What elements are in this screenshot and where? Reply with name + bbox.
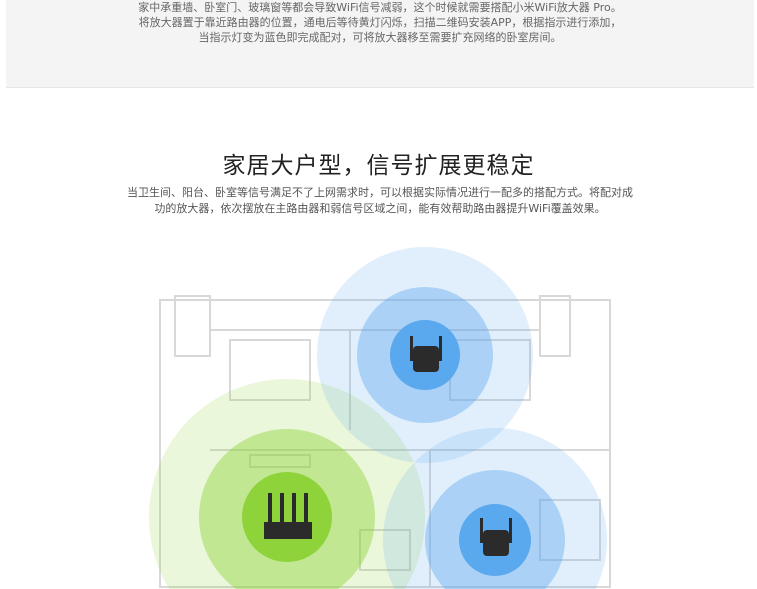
intro-line-3: 当指示灯变为蓝色即完成配对，可将放大器移至需要扩充网络的卧室房间。: [198, 31, 562, 44]
intro-line-1: 家中承重墙、卧室门、玻璃窗等都会导致WiFi信号减弱，这个时候就需要搭配小米Wi…: [138, 1, 622, 14]
intro-panel: 家中承重墙、卧室门、玻璃窗等都会导致WiFi信号减弱，这个时候就需要搭配小米Wi…: [6, 0, 754, 88]
section-title: 家居大户型，信号扩展更稳定: [222, 153, 535, 179]
wifi-extender-icon: [410, 336, 442, 372]
router-icon: [264, 493, 312, 539]
wifi-extender-icon: [480, 518, 512, 556]
router-coverage: [149, 378, 425, 589]
intro-line-2: 将放大器置于靠近路由器的位置，通电后等待黄灯闪烁，扫描二维码安装APP，根据指示…: [138, 16, 622, 29]
extender-coverage-top: [317, 247, 533, 463]
section-description: 当卫生间、阳台、卧室等信号满足不了上网需求时，可以根据实际情况进行一配多的搭配方…: [127, 186, 633, 215]
extender-coverage-bottom: [383, 427, 607, 589]
floorplan: [159, 295, 611, 588]
